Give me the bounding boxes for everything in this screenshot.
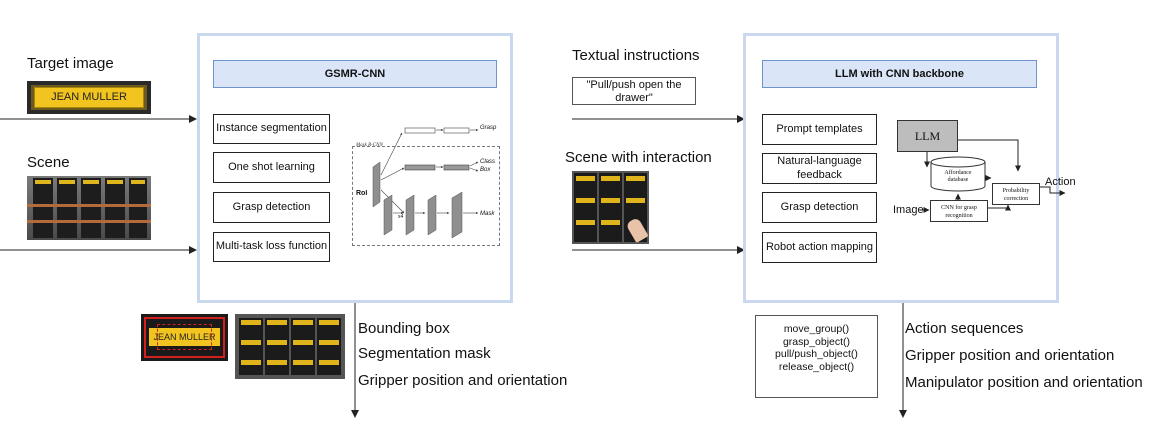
prob-line2: correction (1003, 196, 1029, 202)
scene-image (27, 176, 151, 240)
gsmr-cnn-title: GSMR-CNN (213, 60, 497, 88)
image-input-label: Image (893, 204, 924, 216)
module-instance-segmentation: Instance segmentation (213, 114, 330, 144)
prob-line1: Probability (1002, 188, 1030, 194)
code-release-object: release_object() (778, 360, 855, 373)
output-manipulator-pose: Manipulator position and orientation (905, 374, 1143, 391)
code-grasp-object: grasp_object() (782, 335, 851, 348)
code-pull-push-object: pull/push_object() (775, 348, 858, 360)
output-bbox-image: JEAN MULLER (141, 314, 228, 361)
code-move-group: move_group() (783, 323, 850, 335)
scene-interaction-label: Scene with interaction (565, 149, 712, 166)
db-line1: Affordance (944, 170, 972, 176)
llm-panel-title: LLM with CNN backbone (762, 60, 1037, 88)
maskrcnn-roi: RoI (356, 190, 368, 197)
output-segmentation-image (235, 314, 345, 379)
scene-interaction-image (572, 171, 649, 244)
scene-label: Scene (27, 154, 70, 171)
maskrcnn-mask: Mask (480, 211, 495, 217)
output-bounding-box: Bounding box (358, 320, 450, 337)
maskrcnn-grasp: Grasp (480, 125, 497, 131)
maskrcnn-box: Box (480, 167, 491, 173)
maskrcnn-diagram (352, 146, 500, 246)
output-gripper-pose-right: Gripper position and orientation (905, 347, 1115, 364)
target-image-label: Target image (27, 55, 114, 72)
module-multi-task-loss: Multi-task loss function (213, 232, 330, 262)
action-code-box: move_group() grasp_object() pull/push_ob… (755, 315, 878, 398)
output-action-sequences: Action sequences (905, 320, 1024, 337)
db-line2: database (947, 177, 969, 183)
module-one-shot-learning: One shot learning (213, 152, 330, 183)
llm-block: LLM (897, 120, 958, 152)
crop-plate-text: JEAN MULLER (149, 328, 220, 346)
cnn-line2: recognition (945, 213, 973, 219)
maskrcnn-title: Mask R-CNN (356, 143, 383, 148)
output-gripper-pose-left: Gripper position and orientation (358, 372, 568, 389)
target-plate-text: JEAN MULLER (34, 87, 144, 108)
textual-instructions-label: Textual instructions (572, 47, 700, 64)
probability-correction-block: Probability correction (992, 183, 1040, 205)
module-robot-action-mapping: Robot action mapping (762, 232, 877, 263)
instruction-textbox: "Pull/push open the drawer" (572, 77, 696, 105)
module-prompt-templates: Prompt templates (762, 114, 877, 145)
module-grasp-detection: Grasp detection (213, 192, 330, 223)
cnn-line1: CNN for grasp (941, 205, 977, 211)
output-segmentation-mask: Segmentation mask (358, 345, 491, 362)
module-natural-language-feedback: Natural-language feedback (762, 153, 877, 184)
maskrcnn-class: Class (480, 159, 496, 165)
action-output-label: Action (1045, 176, 1076, 188)
target-image: JEAN MULLER (27, 81, 151, 114)
module-grasp-detection-llm: Grasp detection (762, 192, 877, 223)
maskrcnn-x4: x4 (398, 214, 404, 220)
cnn-grasp-block: CNN for grasp recognition (930, 200, 988, 222)
affordance-db-label: Affordance database (931, 170, 985, 184)
